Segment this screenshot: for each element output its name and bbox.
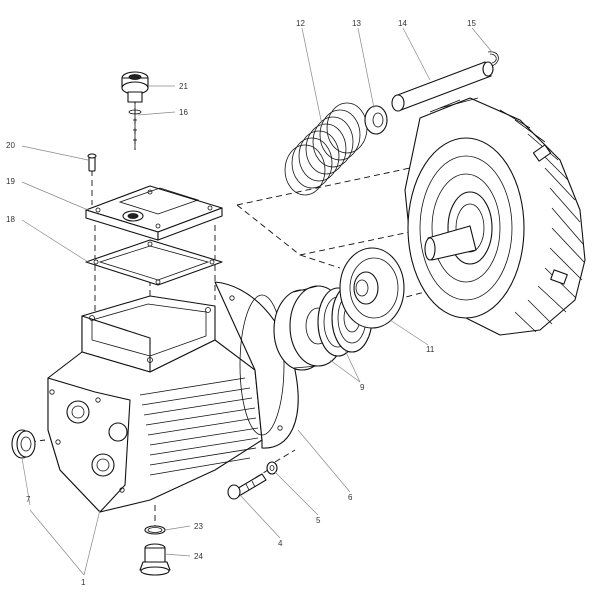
seal-disc: [339, 247, 405, 329]
cover-screw: [87, 153, 97, 172]
callout-15: 15: [467, 19, 476, 28]
dipstick: [128, 102, 142, 150]
cover-gasket: [85, 239, 223, 286]
callout-24: 24: [194, 552, 203, 561]
spring: [284, 102, 368, 196]
retaining-clip: [487, 51, 499, 67]
callout-labels: 1 4 5 6 7 9 11 12 13 14 15 16 18 19 20 2…: [6, 19, 476, 587]
callout-21: 21: [179, 82, 188, 91]
callout-4: 4: [278, 539, 283, 548]
washer: [266, 461, 278, 475]
callout-14: 14: [398, 19, 407, 28]
callout-19: 19: [6, 177, 15, 186]
callout-11: 11: [426, 345, 435, 354]
callout-18: 18: [6, 215, 15, 224]
callout-5: 5: [316, 516, 321, 525]
callout-7: 7: [26, 495, 31, 504]
callout-12: 12: [296, 19, 305, 28]
pump-body: [47, 281, 299, 513]
callout-16: 16: [179, 108, 188, 117]
callout-9: 9: [360, 383, 365, 392]
leader-lines: [21, 27, 493, 576]
callout-20: 20: [6, 141, 15, 150]
motor-housing: [404, 97, 586, 336]
callout-1: 1: [81, 578, 86, 587]
mounting-bolt: [227, 473, 267, 500]
spring-washer: [364, 105, 388, 135]
oil-filler-cap: [121, 71, 149, 103]
cover-plate: [85, 185, 223, 241]
callout-13: 13: [352, 19, 361, 28]
shaft-seal: [11, 429, 36, 459]
drain-plug: [139, 543, 171, 576]
callout-23: 23: [194, 522, 203, 531]
shaft-pin: [391, 61, 494, 112]
callout-6: 6: [348, 493, 353, 502]
drain-o-ring: [144, 525, 166, 535]
